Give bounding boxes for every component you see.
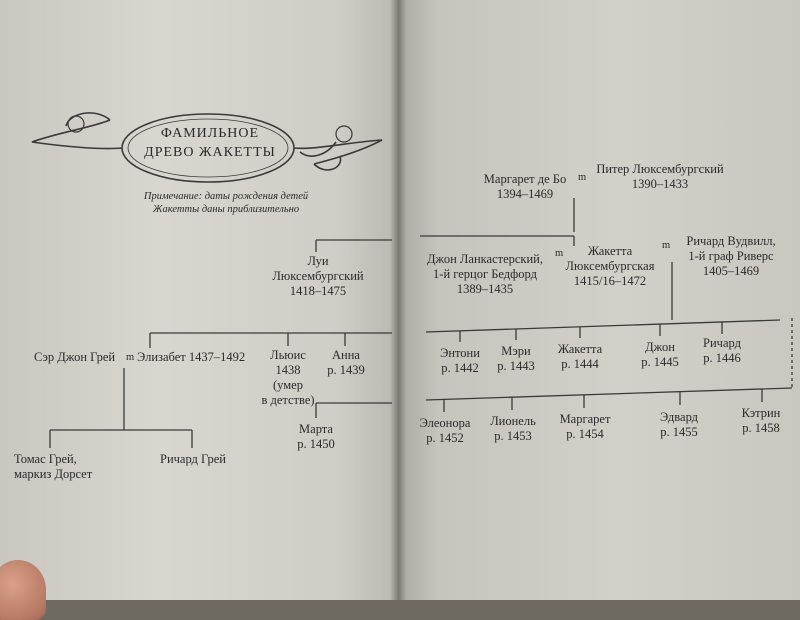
child-row1-item: Мэри р. 1443 (488, 344, 544, 374)
child-row2-item: Кэтрин р. 1458 (730, 406, 792, 436)
marriage-mark: m (578, 172, 587, 183)
person-thomas-grey: Томас Грей, маркиз Дорсет (14, 452, 92, 482)
title-line-1: ФАМИЛЬНОЕ (160, 126, 260, 141)
person-anna: Анна р. 1439 (318, 348, 374, 378)
person-note-2: в детстве) (261, 393, 315, 407)
child-born: р. 1446 (703, 351, 741, 365)
child-row1-item: Джон р. 1445 (630, 340, 690, 370)
child-born: р. 1453 (494, 429, 532, 443)
child-name: Лионель (490, 414, 536, 428)
person-john-bedford: Джон Ланкастерский, 1-й герцог Бедфорд 1… (420, 252, 550, 297)
person-line-1: Томас Грей, (14, 452, 77, 466)
person-dates: 1390–1433 (631, 177, 689, 191)
person-name: Анна (332, 348, 360, 362)
tree-title: ФАМИЛЬНОЕ ДРЕВО ЖАКЕТТЫ (130, 124, 290, 162)
child-row1-item: Ричард р. 1446 (692, 336, 752, 366)
person-richard-woodville: Ричард Вудвилл, 1-й граф Риверс 1405–146… (676, 234, 786, 279)
person-line-1: Джон Ланкастерский, (427, 252, 543, 266)
child-row2-item: Лионель р. 1453 (482, 414, 544, 444)
person-dates: 1389–1435 (456, 282, 514, 296)
person-note-1: (умер (273, 378, 303, 392)
child-name: Энтони (440, 346, 480, 360)
child-born: р. 1455 (660, 425, 698, 439)
child-born: р. 1443 (497, 359, 535, 373)
tree-connectors (49, 198, 793, 448)
person-name: Льюис (270, 348, 306, 362)
person-martha: Марта р. 1450 (286, 422, 346, 452)
person-dates: 1415/16–1472 (573, 274, 647, 288)
child-name: Элеонора (419, 416, 471, 430)
person-born: 1438 (275, 363, 301, 377)
tree-lines (31, 112, 793, 448)
person-louis: Луи Люксембургский 1418–1475 (258, 254, 378, 299)
person-line-2: 1-й герцог Бедфорд (433, 267, 537, 281)
person-elizabeth: Элизабет 1437–1492 (137, 350, 246, 364)
person-line-2: Люксембургская (565, 259, 655, 273)
child-row2-item: Элеонора р. 1452 (414, 416, 476, 446)
person-peter-luxembourg: Питер Люксембургский 1390–1433 (590, 162, 730, 192)
person-dates: 1418–1475 (289, 284, 347, 298)
child-born: р. 1445 (641, 355, 679, 369)
child-name: Мэри (501, 344, 531, 358)
child-row1-item: Энтони р. 1442 (430, 346, 490, 376)
person-john-grey: Сэр Джон Грей (34, 350, 116, 364)
child-name: Ричард (703, 336, 741, 350)
marriage-mark: m (662, 240, 671, 251)
child-born: р. 1444 (561, 357, 599, 371)
child-born: р. 1452 (426, 431, 464, 445)
person-margaret-de-baux: Маргарет де Бо 1394–1469 (470, 172, 580, 202)
person-born: р. 1439 (327, 363, 365, 377)
person-born: р. 1450 (297, 437, 335, 451)
child-born: р. 1458 (742, 421, 780, 435)
child-name: Джон (645, 340, 675, 354)
person-name: Марта (299, 422, 333, 436)
child-row2-item: Эдвард р. 1455 (648, 410, 710, 440)
child-row1-item: Жакетта р. 1444 (548, 342, 612, 372)
book-gutter (390, 0, 406, 600)
child-name: Кэтрин (741, 406, 781, 420)
person-line-1: Луи (307, 254, 329, 268)
person-line-1: Ричард Вудвилл, (686, 234, 776, 248)
note-line-1: Примечание: даты рождения детей (143, 191, 309, 202)
child-name: Эдвард (659, 410, 699, 424)
tree-note: Примечание: даты рождения детей Жакетты … (126, 190, 326, 216)
person-line-2: 1-й граф Риверс (688, 249, 774, 263)
child-born: р. 1454 (566, 427, 604, 441)
child-name: Маргарет (559, 412, 611, 426)
person-name: Питер Люксембургский (596, 162, 724, 176)
title-ornament (31, 112, 383, 183)
person-jacquetta: Жакетта Люксембургская 1415/16–1472 (560, 244, 660, 289)
person-line-2: Люксембургский (272, 269, 364, 283)
person-dates: 1394–1469 (496, 187, 554, 201)
note-line-2: Жакетты даны приблизительно (152, 204, 300, 215)
left-page (0, 0, 398, 600)
person-dates: 1405–1469 (702, 264, 760, 278)
marriage-mark: m (126, 352, 135, 363)
person-name: Маргарет де Бо (483, 172, 567, 186)
title-line-2: ДРЕВО ЖАКЕТТЫ (144, 145, 276, 160)
child-name: Жакетта (557, 342, 603, 356)
right-page (398, 0, 800, 600)
person-line-2: маркиз Дорсет (14, 467, 93, 481)
person-line-1: Жакетта (587, 244, 633, 258)
child-born: р. 1442 (441, 361, 479, 375)
child-row2-item: Маргарет р. 1454 (552, 412, 618, 442)
person-richard-grey: Ричард Грей (160, 452, 226, 466)
person-lewis: Льюис 1438 (умер в детстве) (256, 348, 320, 408)
marriage-mark: m (555, 248, 564, 259)
